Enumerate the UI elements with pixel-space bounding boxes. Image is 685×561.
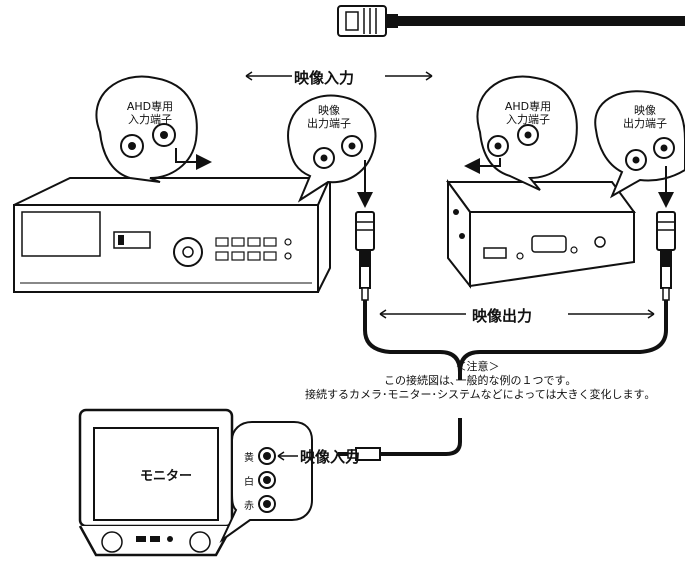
note-line1: この接続図は､一般的な例の１つです｡ <box>384 374 571 387</box>
label-jack-white: 白 <box>244 477 254 488</box>
jack-panel <box>219 421 313 544</box>
bubble-output-right <box>594 90 685 208</box>
bnc-plug-right <box>458 211 676 373</box>
label-ahd-right-line2: 入力端子 <box>506 113 550 126</box>
bubble-ahd-left <box>95 75 212 183</box>
label-monitor: モニター <box>140 469 193 484</box>
note-block: ＜注意＞ この接続図は､一般的な例の１つです｡ 接続するカメラ･モニター･システ… <box>290 360 665 402</box>
bubble-ahd-right <box>464 75 578 191</box>
cable-to-monitor <box>338 418 462 461</box>
bnc-plug-left <box>355 211 462 380</box>
label-output-right-line2: 出力端子 <box>623 117 667 130</box>
label-video-input-bottom: 映像入力 <box>300 448 361 466</box>
label-ahd-input-left: AHD専用 入力端子 <box>118 100 182 126</box>
label-video-output: 映像出力 <box>472 307 533 325</box>
arrow-video-input-top <box>245 71 433 81</box>
label-output-right-line1: 映像 <box>634 104 656 117</box>
device-right <box>446 178 636 289</box>
label-video-input-top: 映像入力 <box>294 69 355 87</box>
label-jack-red: 赤 <box>244 501 254 512</box>
label-ahd-left-line1: AHD専用 <box>126 100 174 113</box>
note-heading: ＜注意＞ <box>455 360 500 373</box>
label-output-left: 映像 出力端子 <box>296 104 362 130</box>
label-ahd-input-right: AHD専用 入力端子 <box>496 100 560 126</box>
label-output-right: 映像 出力端子 <box>612 104 678 130</box>
bubble-output-left <box>287 94 377 208</box>
arrow-video-output <box>379 309 655 319</box>
bnc-cable-top <box>337 5 685 37</box>
label-output-left-line2: 出力端子 <box>307 117 351 130</box>
label-ahd-right-line1: AHD専用 <box>504 100 552 113</box>
monitor <box>78 408 234 557</box>
note-line2: 接続するカメラ･モニター･システムなどによっては大きく変化します｡ <box>304 388 651 401</box>
label-jack-yellow: 黄 <box>244 453 254 464</box>
dvr-left <box>13 177 332 293</box>
label-output-left-line1: 映像 <box>318 104 340 117</box>
label-ahd-left-line2: 入力端子 <box>128 113 172 126</box>
